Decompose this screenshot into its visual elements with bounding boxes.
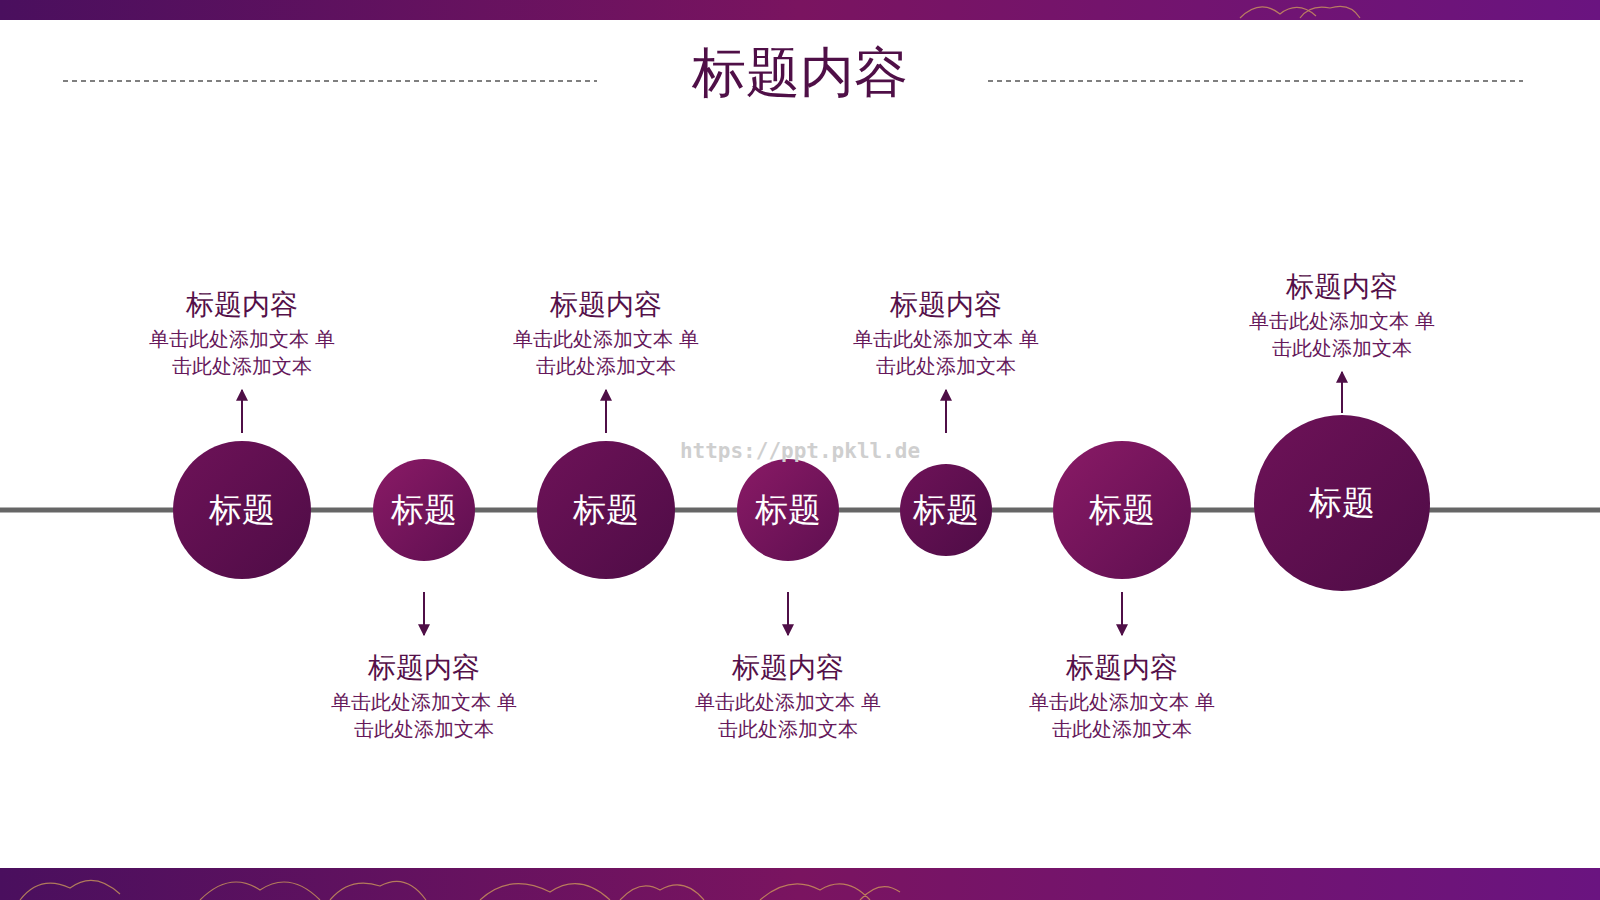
circle-label: 标题 xyxy=(537,488,675,533)
callout: 标题内容单击此处添加文本 单击此处添加文本 xyxy=(112,288,372,380)
circle-fill xyxy=(373,459,475,561)
slide-title: 标题内容 xyxy=(600,38,1000,108)
bottom-bar xyxy=(0,868,1600,900)
callout-heading: 标题内容 xyxy=(992,651,1252,685)
circle-label: 标题 xyxy=(900,488,992,533)
leader-arrow xyxy=(945,390,947,433)
callout-text: 单击此处添加文本 单击此处添加文本 xyxy=(693,689,883,743)
top-bar xyxy=(0,0,1600,20)
callout-heading: 标题内容 xyxy=(1212,270,1472,304)
watermark: https://ppt.pkll.de xyxy=(680,439,920,463)
circle-fill xyxy=(1254,415,1430,591)
callout-text: 单击此处添加文本 单击此处添加文本 xyxy=(329,689,519,743)
callout-text: 单击此处添加文本 单击此处添加文本 xyxy=(1247,308,1437,362)
callout-heading: 标题内容 xyxy=(294,651,554,685)
timeline-circle: 标题标题内容单击此处添加文本 单击此处添加文本 xyxy=(1254,415,1430,591)
callout-text: 单击此处添加文本 单击此处添加文本 xyxy=(147,326,337,380)
callout-heading: 标题内容 xyxy=(476,288,736,322)
timeline-circle: 标题标题内容单击此处添加文本 单击此处添加文本 xyxy=(537,441,675,579)
leader-arrow xyxy=(787,592,789,635)
callout: 标题内容单击此处添加文本 单击此处添加文本 xyxy=(816,288,1076,380)
leader-arrow xyxy=(1341,372,1343,413)
floral-ornament xyxy=(20,6,1360,900)
circle-label: 标题 xyxy=(1254,481,1430,526)
callout: 标题内容单击此处添加文本 单击此处添加文本 xyxy=(476,288,736,380)
leader-arrow xyxy=(1121,592,1123,635)
timeline-circle: 标题标题内容单击此处添加文本 单击此处添加文本 xyxy=(737,459,839,561)
callout-text: 单击此处添加文本 单击此处添加文本 xyxy=(1027,689,1217,743)
circle-label: 标题 xyxy=(373,488,475,533)
callout-text: 单击此处添加文本 单击此处添加文本 xyxy=(851,326,1041,380)
callout-heading: 标题内容 xyxy=(658,651,918,685)
circle-label: 标题 xyxy=(173,488,311,533)
dashed-rule xyxy=(988,80,1523,81)
callout-text: 单击此处添加文本 单击此处添加文本 xyxy=(511,326,701,380)
leader-arrow xyxy=(241,390,243,433)
leader-arrow xyxy=(605,390,607,433)
callout: 标题内容单击此处添加文本 单击此处添加文本 xyxy=(1212,270,1472,362)
timeline-circle: 标题标题内容单击此处添加文本 单击此处添加文本 xyxy=(900,464,992,556)
circle-fill xyxy=(900,464,992,556)
callout: 标题内容单击此处添加文本 单击此处添加文本 xyxy=(294,651,554,743)
callout: 标题内容单击此处添加文本 单击此处添加文本 xyxy=(658,651,918,743)
callout-heading: 标题内容 xyxy=(112,288,372,322)
circle-fill xyxy=(537,441,675,579)
circle-fill xyxy=(1053,441,1191,579)
timeline-circle: 标题标题内容单击此处添加文本 单击此处添加文本 xyxy=(373,459,475,561)
circle-label: 标题 xyxy=(737,488,839,533)
circle-fill xyxy=(737,459,839,561)
callout-heading: 标题内容 xyxy=(816,288,1076,322)
circle-fill xyxy=(173,441,311,579)
callout: 标题内容单击此处添加文本 单击此处添加文本 xyxy=(992,651,1252,743)
timeline-circle: 标题标题内容单击此处添加文本 单击此处添加文本 xyxy=(1053,441,1191,579)
circle-label: 标题 xyxy=(1053,488,1191,533)
leader-arrow xyxy=(423,592,425,635)
dashed-rule xyxy=(63,80,597,81)
timeline-circle: 标题标题内容单击此处添加文本 单击此处添加文本 xyxy=(173,441,311,579)
